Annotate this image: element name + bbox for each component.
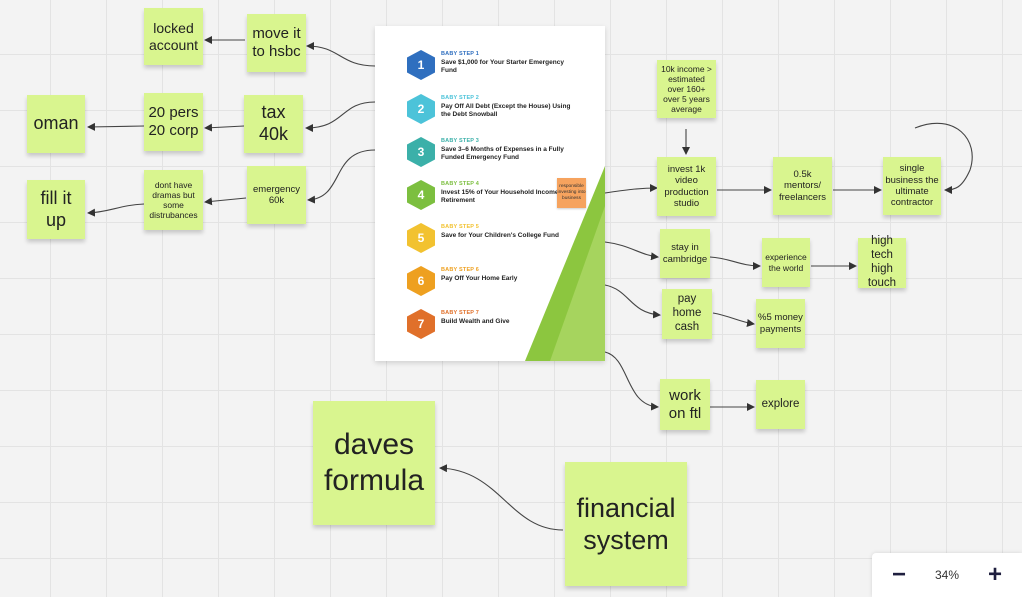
note-invest-1k[interactable]: invest 1k video production studio [657, 157, 716, 216]
step-text: Pay Off All Debt (Except the House) Usin… [441, 103, 571, 119]
connector [709, 256, 761, 270]
step-number: 7 [417, 317, 425, 331]
note-explore[interactable]: explore [756, 380, 805, 429]
orange-sticky-note[interactable]: responsible investing into business [557, 178, 586, 208]
note-high-tech-high-touch[interactable]: high tech high touch [858, 235, 906, 289]
connector [604, 184, 658, 194]
baby-steps-image[interactable]: 1 BABY STEP 1 Save $1,000 for Your Starter… [375, 26, 605, 361]
hexagon-icon: 2 [407, 94, 435, 124]
connector [87, 122, 145, 131]
step-number: 6 [417, 274, 425, 288]
connector [604, 351, 659, 411]
connector [204, 197, 247, 206]
note-financial-system[interactable]: financial system [565, 462, 687, 586]
zoom-level: 34% [934, 568, 960, 582]
note-tax-40k[interactable]: tax 40k [244, 95, 303, 153]
note-single-business[interactable]: single business the ultimate contractor [883, 157, 941, 215]
step-label: BABY STEP 6 [441, 267, 480, 273]
connector [305, 101, 376, 132]
step-text: Pay Off Your Home Early [441, 275, 518, 282]
step-label: BABY STEP 3 [441, 138, 480, 144]
connector [307, 149, 376, 204]
hexagon-icon: 3 [407, 137, 435, 167]
step-text: Build Wealth and Give [441, 318, 510, 325]
note-mentors[interactable]: 0.5k mentors/ freelancers [773, 157, 832, 215]
baby-step-2: 2 BABY STEP 2 Pay Off All Debt (Except the… [407, 92, 577, 126]
connector [712, 312, 755, 327]
note-fill-it-up[interactable]: fill it up [27, 180, 85, 239]
hexagon-icon: 5 [407, 223, 435, 253]
baby-step-6: 6 BABY STEP 6 Pay Off Your Home Early [407, 264, 577, 298]
connector [604, 241, 659, 261]
hexagon-icon: 4 [407, 180, 435, 210]
note-stay-in-cambridge[interactable]: stay in cambridge [660, 229, 710, 278]
step-text: Save 3–6 Months of Expenses in a Fully F… [441, 146, 564, 162]
note-work-on-ftl[interactable]: work on ftl [660, 379, 710, 430]
zoom-out-button[interactable]: − [891, 561, 906, 588]
step-text: Save $1,000 for Your Starter Emergency F… [441, 59, 564, 75]
step-number: 2 [417, 102, 425, 116]
step-label: BABY STEP 5 [441, 224, 480, 230]
note-income-estimate[interactable]: 10k income > estimated over 160+ over 5 … [657, 60, 716, 118]
note-experience-the-world[interactable]: experience the world [762, 238, 810, 287]
step-label: BABY STEP 1 [441, 51, 480, 57]
step-label: BABY STEP 4 [441, 181, 480, 187]
step-label: BABY STEP 2 [441, 95, 480, 101]
step-number: 1 [417, 58, 425, 72]
note-emergency-60k[interactable]: emergency 60k [247, 166, 306, 224]
step-number: 4 [417, 188, 425, 202]
connector [604, 284, 661, 319]
step-number: 5 [417, 231, 425, 245]
connector [439, 464, 564, 531]
zoom-in-button[interactable]: + [987, 561, 1002, 588]
baby-step-7: 7 BABY STEP 7 Build Wealth and Give [407, 307, 577, 341]
hexagon-icon: 6 [407, 266, 435, 296]
note-daves-formula[interactable]: daves formula [313, 401, 435, 525]
note-locked-account[interactable]: locked account [144, 8, 203, 65]
baby-step-5: 5 BABY STEP 5 Save for Your Children's Col… [407, 221, 577, 255]
step-number: 3 [417, 145, 425, 159]
note-oman[interactable]: oman [27, 95, 85, 153]
connector [87, 203, 145, 217]
note-move-it-to-hsbc[interactable]: move it to hsbc [247, 14, 306, 72]
step-label: BABY STEP 7 [441, 310, 480, 316]
note-20-pers-20-corp[interactable]: 20 pers 20 corp [144, 93, 203, 151]
baby-step-4: 4 BABY STEP 4 Invest 15% of Your Household… [407, 178, 577, 212]
note-pay-home-cash[interactable]: pay home cash [662, 289, 712, 339]
step-text: Invest 15% of Your Household Income in R… [441, 189, 567, 205]
step-text: Save for Your Children's College Fund [441, 232, 559, 239]
zoom-control: − 34% + [872, 553, 1022, 597]
hexagon-icon: 1 [407, 50, 435, 80]
note-dont-have-dramas[interactable]: dont have dramas but some distrubances [144, 170, 203, 230]
baby-step-3: 3 BABY STEP 3 Save 3–6 Months of Expenses … [407, 135, 577, 169]
hexagon-icon: 7 [407, 309, 435, 339]
green-accent-wedge [525, 166, 605, 361]
connector [306, 42, 376, 67]
connector [204, 123, 245, 132]
baby-step-1: 1 BABY STEP 1 Save $1,000 for Your Starter… [407, 48, 577, 82]
note-money-payments[interactable]: %5 money payments [756, 299, 805, 348]
